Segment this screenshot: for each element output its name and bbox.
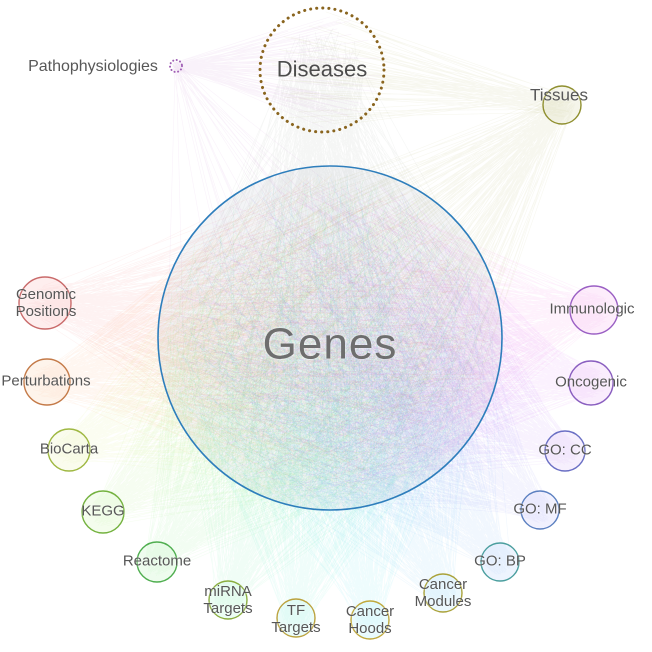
edge-bundle-cancer-modules	[173, 174, 483, 607]
node-oncogenic[interactable]	[568, 360, 614, 406]
edge-bundle-oncogenic	[171, 179, 606, 498]
node-tissues[interactable]	[542, 85, 582, 125]
node-tf-targets[interactable]	[276, 598, 316, 638]
node-perturbations[interactable]	[23, 358, 71, 406]
edge-bundle-go-bp	[169, 177, 513, 575]
node-mirna-targets[interactable]	[208, 580, 248, 620]
edge-bundle-biocarta	[54, 174, 492, 491]
node-go-mf[interactable]	[520, 490, 560, 530]
node-kegg[interactable]	[81, 490, 125, 534]
edge-bundle-tf-targets	[175, 181, 493, 631]
node-cancer-hoods[interactable]	[350, 600, 390, 640]
edge-bundle-reactome	[143, 177, 492, 577]
node-go-cc[interactable]	[544, 430, 586, 472]
node-pathophysiologies[interactable]	[169, 59, 183, 73]
edge-bundle-genomic-positions	[27, 182, 489, 498]
edge-bundle-tissues	[263, 11, 572, 125]
node-immunologic[interactable]	[569, 285, 619, 335]
edge-bundle-pathophysiologies	[168, 61, 484, 489]
node-diseases[interactable]	[258, 6, 386, 134]
node-reactome[interactable]	[136, 541, 178, 583]
edge-bundle-perturbations	[31, 175, 489, 500]
edge-bundle-immunologic	[170, 184, 611, 502]
node-genes[interactable]	[157, 165, 503, 511]
node-cancer-modules[interactable]	[423, 573, 463, 613]
node-genomic-positions[interactable]	[18, 276, 72, 330]
edge-bundle-tissues	[165, 92, 576, 500]
node-biocarta[interactable]	[47, 428, 91, 472]
edge-bundle-pathophysiologies	[172, 16, 382, 128]
edge-bundle-diseases	[166, 28, 492, 493]
edge-bundle-kegg	[88, 177, 494, 526]
edge-bundle-go-mf	[174, 186, 553, 523]
genes-disk	[158, 166, 502, 510]
edge-bundle-cancer-hoods	[167, 174, 488, 633]
node-go-bp[interactable]	[480, 542, 520, 582]
